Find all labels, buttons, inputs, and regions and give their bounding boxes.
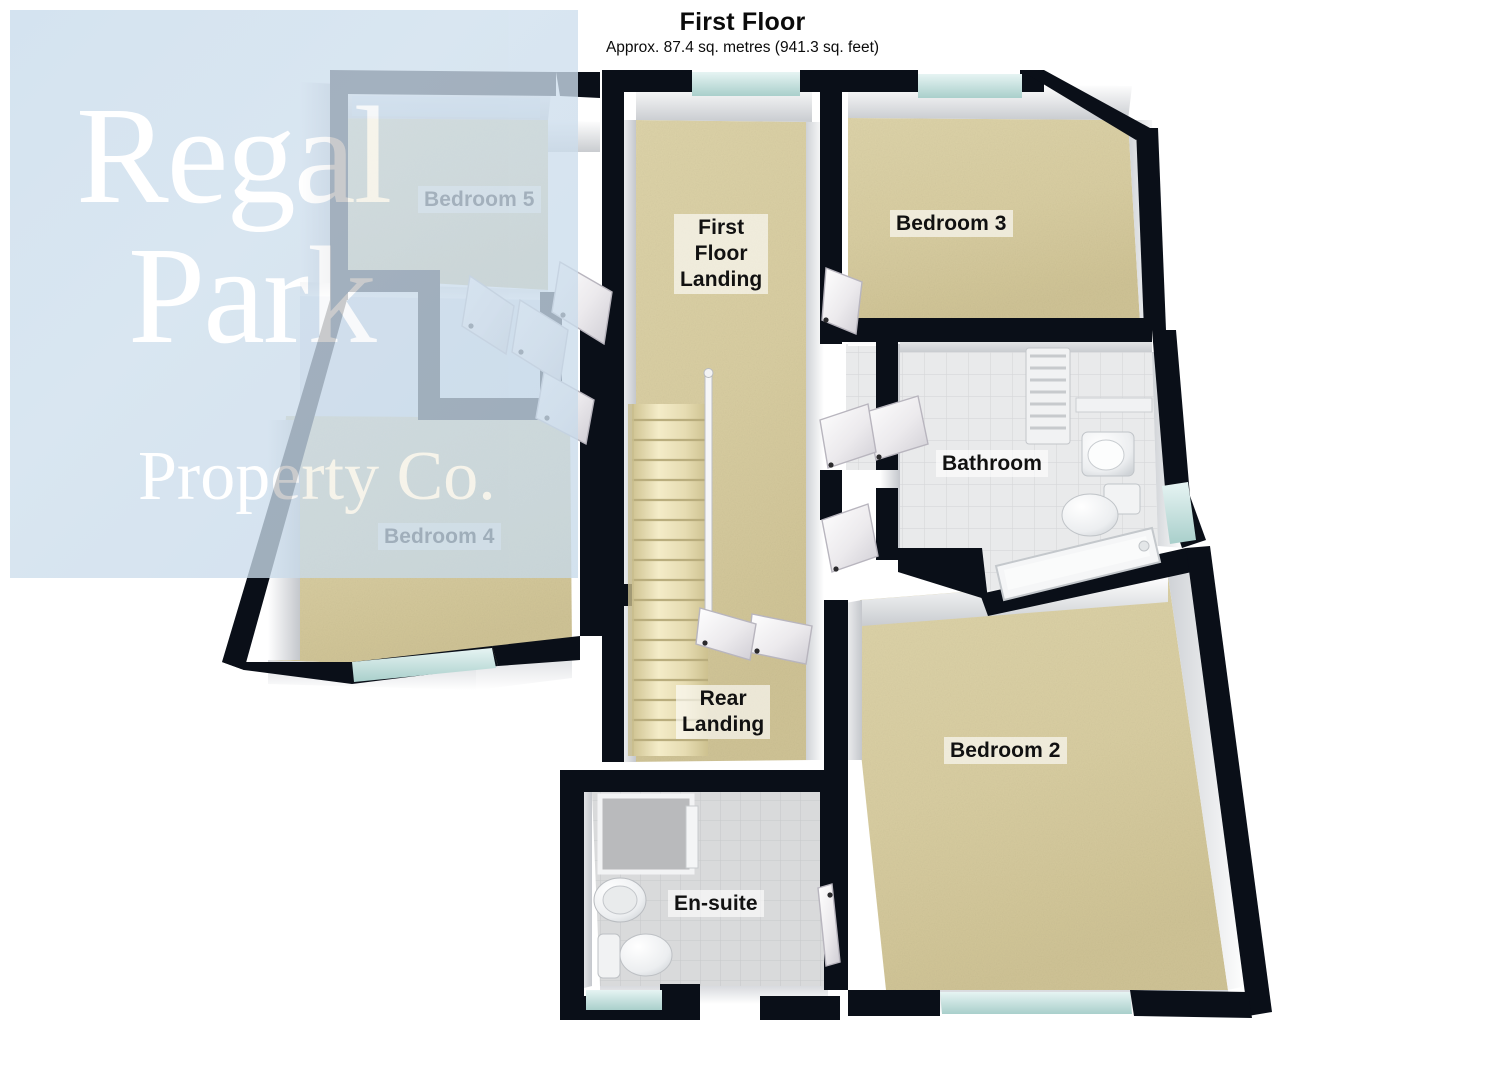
- bath-basin: [1081, 431, 1135, 477]
- door-bedroom-2: [821, 503, 879, 573]
- room-label-first-floor-landing: First Floor Landing: [674, 214, 769, 294]
- room-label-rear-landing: Rear Landing: [676, 685, 771, 739]
- door-bathroom-lobby: [819, 403, 877, 469]
- floor-bedroom-2: [860, 576, 1228, 990]
- stair-handrail: [703, 368, 714, 623]
- door-rear-landing-b: [695, 607, 757, 661]
- room-label-en-suite: En-suite: [668, 890, 764, 917]
- window-bedroom5-top: [352, 96, 540, 118]
- ensuite-shower: [597, 793, 699, 875]
- room-label-bedroom-5: Bedroom 5: [418, 186, 541, 213]
- window-landing-top: [692, 72, 800, 96]
- room-label-bedroom-4: Bedroom 4: [378, 523, 501, 550]
- staircase: [628, 368, 714, 756]
- window-ensuite-bottom: [586, 990, 662, 1010]
- door-en-suite: [817, 883, 841, 967]
- window-bedroom2-bottom: [940, 992, 1132, 1014]
- window-bedroom4-bottom: [352, 648, 496, 682]
- bath-toilet: [1061, 483, 1141, 537]
- bathroom-fixtures: [994, 347, 1162, 602]
- ensuite-basin: [593, 877, 647, 923]
- room-label-bedroom-3: Bedroom 3: [890, 210, 1013, 237]
- window-bedroom3-top: [918, 74, 1022, 98]
- bath-tub: [994, 526, 1162, 602]
- room-label-bathroom: Bathroom: [936, 450, 1048, 477]
- towel-radiator: [1025, 347, 1071, 445]
- ensuite-fixtures: [593, 793, 699, 979]
- ensuite-toilet: [597, 933, 673, 979]
- window-bathroom-right: [1162, 482, 1196, 544]
- room-label-bedroom-2: Bedroom 2: [944, 737, 1067, 764]
- door-bedroom-3: [821, 267, 863, 335]
